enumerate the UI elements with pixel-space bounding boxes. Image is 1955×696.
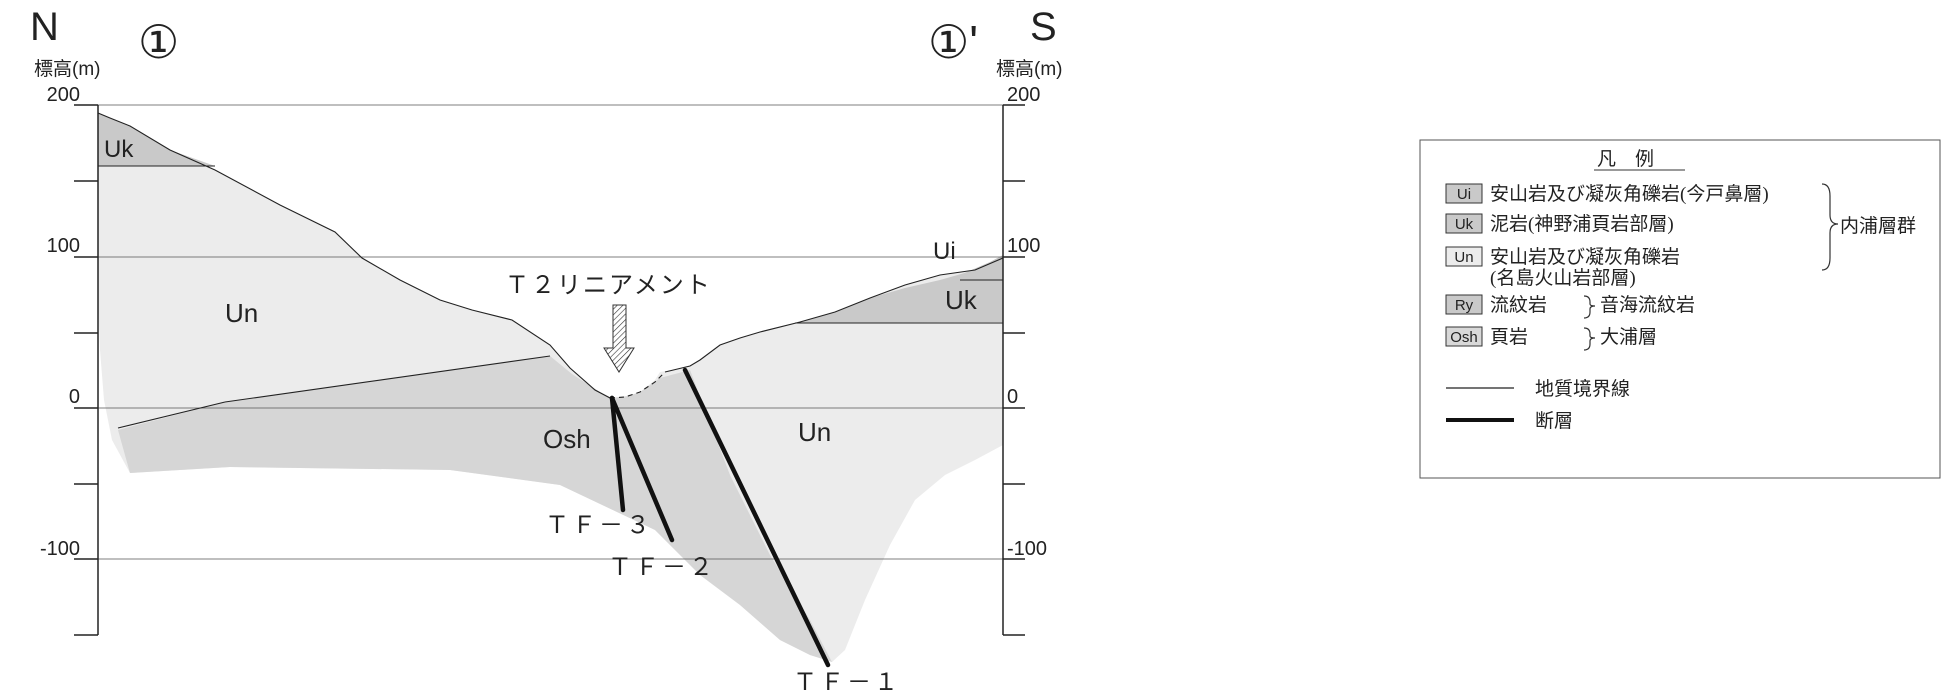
legend-text-osh: 頁岩: [1490, 326, 1528, 348]
unit-label-un-left: Un: [225, 298, 258, 328]
legend-brace-ry: [1583, 295, 1596, 319]
legend-code-uk: Uk: [1455, 216, 1474, 233]
lineament-arrow: [603, 304, 635, 373]
fault-label-tf1: ＴＦ－１: [793, 669, 901, 696]
legend-text-uk: 泥岩(神野浦頁岩部層): [1490, 213, 1674, 235]
elevation-gridlines: [98, 104, 1003, 560]
elevation-label-left: 標高(m): [34, 58, 100, 80]
boundary-osh-un: [117, 401, 226, 429]
tick-label-left-200: 200: [47, 84, 80, 106]
geologic-units: [98, 113, 1003, 662]
fault-tf2: [609, 395, 675, 543]
legend-group-ohura: 大浦層: [1600, 326, 1657, 348]
legend-swatch-uk: [1445, 213, 1483, 234]
unit-uk-right-area: [795, 258, 1003, 323]
legend-swatch-ui: [1445, 183, 1483, 204]
tick-label-right-100: 100: [1007, 235, 1040, 257]
geologic-boundaries: [97, 112, 1004, 429]
legend-text-ui: 安山岩及び凝灰角礫岩(今戸鼻層): [1490, 183, 1769, 205]
unit-uk-left-area: [98, 113, 215, 166]
unit-label-un-right: Un: [798, 417, 831, 447]
legend: 凡 例 Ui 安山岩及び凝灰角礫岩(今戸鼻層) Uk 泥岩(神野浦頁岩部層) U…: [1419, 139, 1941, 479]
legend-swatch-un: [1445, 246, 1483, 267]
legend-brace-uchiura: [1821, 183, 1839, 271]
tick-label-left-0: 0: [69, 386, 80, 408]
direction-south: S: [1030, 5, 1057, 49]
legend-brace-ohura: [1583, 327, 1596, 351]
unit-label-uk-left: Uk: [104, 136, 134, 163]
unit-osh-area: [118, 356, 832, 662]
section-marker-left: ①: [138, 16, 179, 68]
legend-text-ry: 流紋岩: [1490, 294, 1547, 316]
legend-code-ui: Ui: [1457, 186, 1471, 203]
tick-label-right-200: 200: [1007, 84, 1040, 106]
legend-text-un-2: (名島火山岩部層): [1490, 267, 1636, 289]
tick-label-right-minus100: -100: [1007, 538, 1047, 560]
fault-tf3: [609, 395, 626, 513]
section-marker-right: ①': [928, 16, 978, 68]
unit-label-osh: Osh: [543, 424, 591, 454]
fault-label-tf2: ＴＦ－２: [608, 554, 716, 581]
tick-label-left-100: 100: [47, 235, 80, 257]
unit-label-uk-right: Uk: [945, 285, 978, 315]
legend-code-osh: Osh: [1450, 329, 1478, 346]
fault-tf1: [682, 367, 831, 668]
legend-group-uchiura: 内浦層群: [1840, 215, 1916, 237]
legend-title: 凡 例: [1597, 148, 1654, 170]
legend-text-fault: 断層: [1535, 410, 1573, 432]
legend-swatch-osh: [1445, 326, 1483, 347]
fault-label-tf3: ＴＦ－３: [545, 512, 653, 539]
faults: [609, 367, 831, 668]
ground-surface-right: [664, 257, 1004, 373]
legend-group-ryu: 音海流紋岩: [1600, 294, 1695, 316]
elevation-axes: [74, 104, 1025, 636]
legend-text-boundary: 地質境界線: [1535, 378, 1630, 400]
legend-code-un: Un: [1454, 249, 1473, 266]
legend-swatch-ry: [1445, 294, 1483, 315]
unit-label-ui: Ui: [933, 238, 956, 265]
legend-code-ry: Ry: [1455, 297, 1474, 314]
tick-label-right-0: 0: [1007, 386, 1018, 408]
boundary-osh-un-2: [224, 355, 551, 403]
ground-surface-depression: [609, 371, 666, 399]
ground-surface-left: [97, 112, 611, 399]
tick-label-left-minus100: -100: [40, 538, 80, 560]
legend-text-un: 安山岩及び凝灰角礫岩: [1490, 246, 1680, 268]
lineament-label: Ｔ２リニアメント: [505, 272, 712, 299]
elevation-label-right: 標高(m): [996, 58, 1062, 80]
direction-north: N: [30, 5, 59, 49]
